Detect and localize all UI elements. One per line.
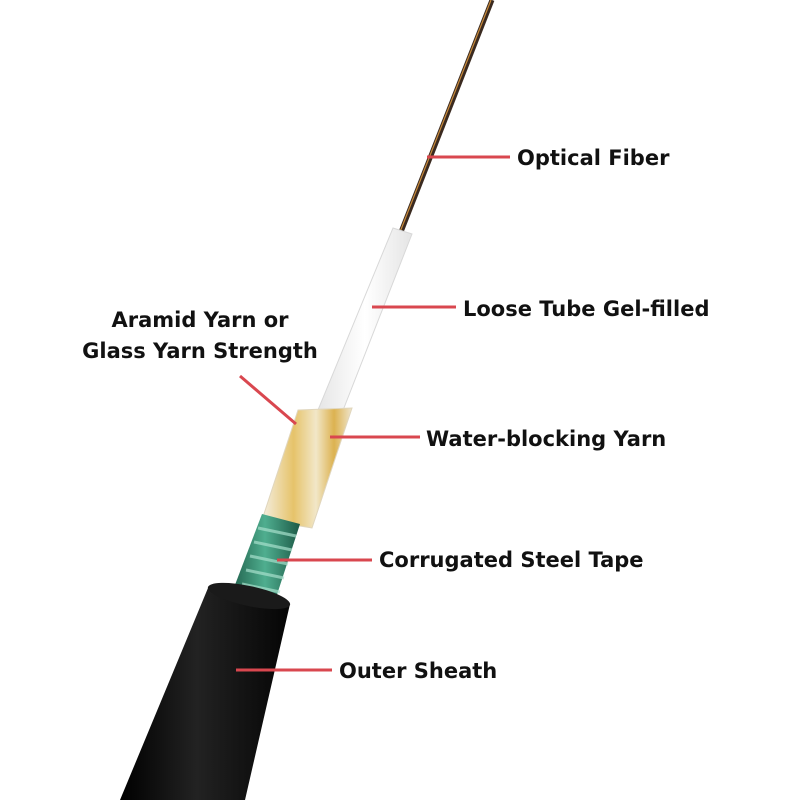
yarn-section (261, 407, 353, 529)
leader-aramid-yarn (239, 374, 297, 426)
label-optical-fiber: Optical Fiber (517, 146, 670, 170)
label-steel-tape: Corrugated Steel Tape (379, 548, 644, 572)
label-water-blocking: Water-blocking Yarn (426, 427, 667, 451)
loose-tube (317, 227, 413, 419)
label-aramid-line1: Aramid Yarn or (111, 308, 289, 332)
optical-fiber-strand (398, 0, 495, 233)
outer-sheath-jacket (120, 582, 291, 800)
leader-lines (236, 155, 510, 672)
label-aramid-line2: Glass Yarn Strength (82, 339, 318, 363)
label-outer-sheath: Outer Sheath (339, 659, 498, 683)
label-loose-tube: Loose Tube Gel-filled (463, 297, 710, 321)
